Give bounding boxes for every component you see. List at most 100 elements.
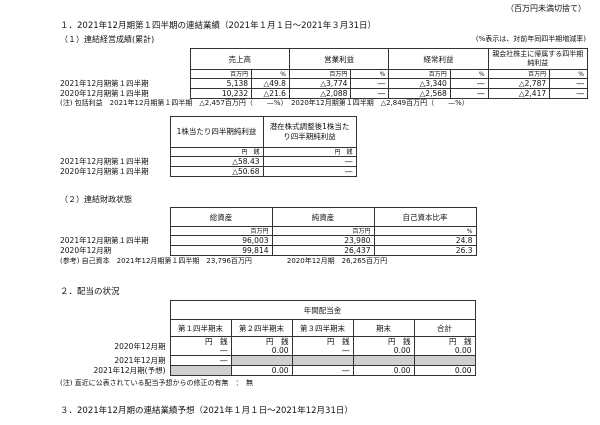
header-year-end: 期末 <box>352 319 415 337</box>
row-label: 2020年12月期 <box>60 246 112 255</box>
header-diluted-eps: 潜在株式調整後1株当たり四半期純利益 <box>262 116 357 148</box>
cell <box>352 355 415 366</box>
financial-position-table: 総資産 純資産 自己資本比率 百万円 百万円 % 2021年12月期第１四半期 … <box>60 207 477 256</box>
cell: 0.00 <box>352 365 415 376</box>
cell: 99,814 <box>169 245 273 256</box>
cell <box>230 355 293 366</box>
section1-title: １．2021年12月期第１四半期の連結業績（2021年１月１日～2021年３月3… <box>60 21 377 31</box>
cell <box>413 355 476 366</box>
table-row: 2021年12月期(予想) 0.00 ― 0.00 0.00 <box>60 365 476 376</box>
cell-value: 0.00 <box>393 346 411 355</box>
cell: △58.43 <box>169 156 264 167</box>
dividends-table: 年間配当金 第１四半期末 第２四半期末 第３四半期末 期末 合計 2020年12… <box>60 300 476 376</box>
unit-cell: 百万円 <box>288 69 352 79</box>
cell: △3,340 <box>388 78 451 89</box>
unit-cell: 円 銭 <box>169 147 264 157</box>
cell: 26,437 <box>271 245 375 256</box>
section3-title: ３．2021年12月期の連結業績予想（2021年１月１日～2021年12月31日… <box>60 406 353 416</box>
row-label: 2020年12月期 <box>114 341 166 351</box>
unit-cell: 百万円 <box>169 226 273 236</box>
table-row: 2020年12月期第１四半期 △50.68 ― <box>60 166 357 177</box>
header-eps: 1株当たり四半期純利益 <box>169 116 264 148</box>
table-row: 2021年12月期 ― <box>60 355 476 366</box>
cell: △49.8 <box>251 78 290 89</box>
cell: 5,138 <box>189 78 253 89</box>
cell: △2,568 <box>388 88 451 99</box>
operating-results-table: 売上高 営業利益 経常利益 親会社株主に帰属する四半期純利益 百万円% 百万円%… <box>60 48 589 99</box>
cell: ― <box>169 355 232 366</box>
header-row: 売上高 営業利益 経常利益 親会社株主に帰属する四半期純利益 <box>60 48 589 70</box>
unit-label: 円 銭 <box>327 337 350 347</box>
unit-cell: % <box>449 69 489 79</box>
header-total: 合計 <box>413 319 476 337</box>
unit-label: 円 銭 <box>388 337 411 347</box>
cell: △2,787 <box>487 78 551 89</box>
row-label: 2021年12月期第１四半期 <box>60 157 149 166</box>
cell: ― <box>291 365 354 376</box>
unit-cell: % <box>373 226 477 236</box>
cell: 円 銭― <box>291 336 354 356</box>
cell: ― <box>449 88 489 99</box>
cell: 23,980 <box>271 235 375 246</box>
unit-label: 円 銭 <box>449 337 472 347</box>
cell <box>169 365 232 376</box>
cell: 10,232 <box>189 88 253 99</box>
table-row: 2021年12月期第１四半期 5,138△49.8 △3,774 ― △3,340… <box>60 78 588 89</box>
table-row: 2021年12月期第１四半期 96,003 23,980 24.8 <box>60 235 477 246</box>
unit-cell: % <box>251 69 290 79</box>
header-row: 総資産 純資産 自己資本比率 <box>60 207 477 227</box>
header-q2: 第２四半期末 <box>230 319 293 337</box>
unit-cell: 百万円 <box>487 69 551 79</box>
unit-label: 円 銭 <box>205 337 228 347</box>
equity-note: (参考) 自己資本 2021年12月期第１四半期 23,796百万円 2020年… <box>60 257 388 265</box>
cell-value: ― <box>342 346 350 355</box>
cell: ― <box>350 88 390 99</box>
cell: 26.3 <box>373 245 477 256</box>
header-row: 第１四半期末 第２四半期末 第３四半期末 期末 合計 <box>60 319 476 337</box>
table-row: 2021年12月期第１四半期 △58.43 ― <box>60 156 357 167</box>
unit-row: 百万円 百万円 % <box>60 226 477 236</box>
header-row: 1株当たり四半期純利益 潜在株式調整後1株当たり四半期純利益 <box>60 116 357 148</box>
cell: 24.8 <box>373 235 477 246</box>
unit-cell: 円 銭 <box>262 147 357 157</box>
cell-value: 0.00 <box>454 346 472 355</box>
group-header-row: 年間配当金 <box>60 300 476 320</box>
cell: 円 銭― <box>169 336 232 356</box>
cell: △2,417 <box>487 88 551 99</box>
table-row: 2020年12月期第１四半期 10,232△21.6 △2,088― △2,56… <box>60 88 588 99</box>
unit-cell: 百万円 <box>189 69 253 79</box>
row-label: 2021年12月期(予想) <box>93 366 166 375</box>
table-row: 2020年12月期 99,814 26,437 26.3 <box>60 245 477 256</box>
header-net-profit: 親会社株主に帰属する四半期純利益 <box>487 48 589 70</box>
cell <box>291 355 354 366</box>
unit-note: （百万円未満切捨て） <box>506 4 586 13</box>
comprehensive-income-note: (注) 包括利益 2021年12月期第１四半期 △2,457百万円（ —%） 2… <box>60 99 469 107</box>
row-label: 2020年12月期第１四半期 <box>60 89 149 98</box>
cell: △3,774 <box>288 78 352 89</box>
section2-title: ２．配当の状況 <box>60 287 120 297</box>
header-annual-dividend: 年間配当金 <box>169 300 476 320</box>
cell: 0.00 <box>413 365 476 376</box>
header-sales: 売上高 <box>189 48 290 70</box>
header-total-assets: 総資産 <box>169 207 273 227</box>
header-operating-profit: 営業利益 <box>288 48 390 70</box>
header-ordinary-profit: 経常利益 <box>388 48 489 70</box>
unit-cell: 百万円 <box>271 226 375 236</box>
cell: ― <box>549 88 588 99</box>
cell: 0.00 <box>230 365 293 376</box>
cell: ― <box>449 78 489 89</box>
cell-value: 0.00 <box>271 346 289 355</box>
results-subtitle: （１）連結経営成績(累計) <box>60 35 155 44</box>
header-q3: 第３四半期末 <box>291 319 354 337</box>
unit-cell: 百万円 <box>388 69 451 79</box>
row-label: 2021年12月期 <box>114 356 166 365</box>
unit-label: 円 銭 <box>266 337 289 347</box>
header-equity-ratio: 自己資本比率 <box>373 207 477 227</box>
row-label: 2021年12月期第１四半期 <box>60 236 149 245</box>
row-label: 2021年12月期第１四半期 <box>60 79 149 88</box>
cell: 96,003 <box>169 235 273 246</box>
